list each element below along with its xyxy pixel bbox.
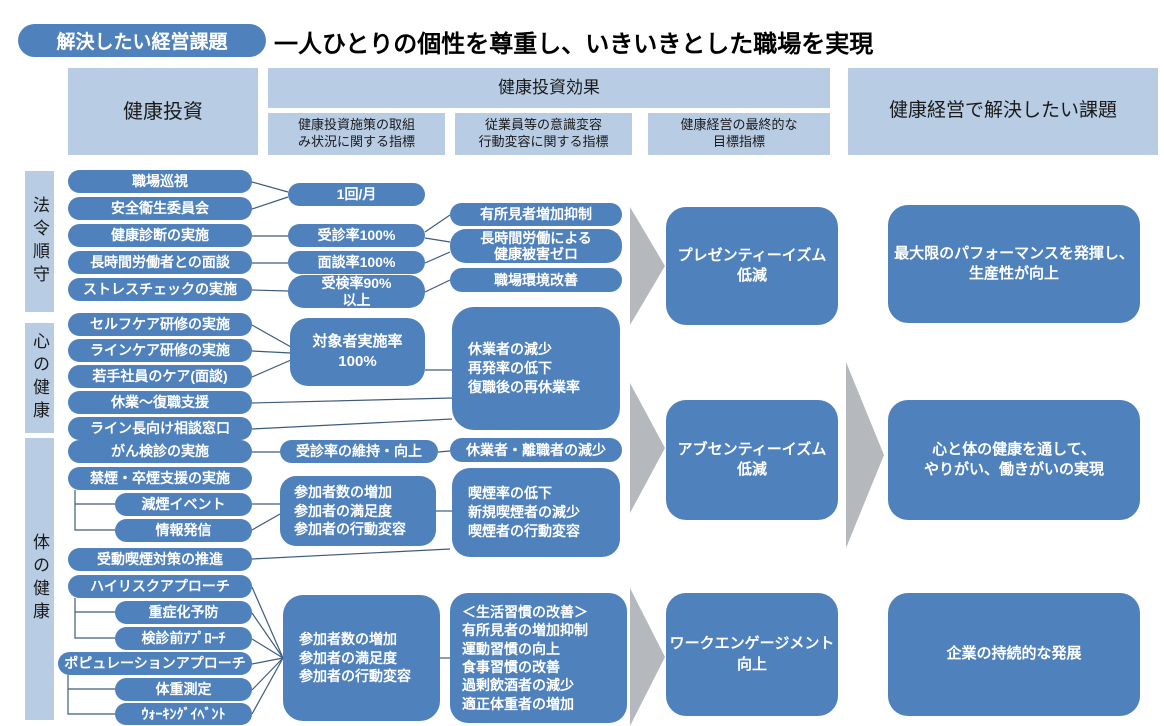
- connector-line: [251, 638, 284, 659]
- node-metric-screening-rate: 受診率の維持・向上: [280, 440, 438, 463]
- header-effect-sub2: 従業員等の意識変容 行動変容に関する指標: [455, 113, 632, 155]
- node-return-to-work-support: 休業～復職支援: [68, 391, 252, 414]
- connector-line: [424, 251, 451, 264]
- connector-bracket: [74, 598, 115, 639]
- node-stress-check: ストレスチェックの実施: [68, 278, 252, 301]
- node-outcome-findings-control: 有所見者増加抑制: [450, 203, 622, 226]
- connector-line: [251, 181, 289, 193]
- node-metric-target-implementation: 対象者実施率 100%: [290, 318, 425, 386]
- header-effect-sub3: 健康経営の最終的な 目標指標: [648, 113, 830, 155]
- node-pre-checkup-approach: 検診前ｱﾌﾟﾛｰﾁ: [115, 627, 252, 650]
- node-metric-once-a-month: 1回/月: [288, 183, 425, 206]
- row-label-mental-health: 心の健康: [25, 323, 54, 433]
- node-cancer-screening: がん検診の実施: [68, 440, 252, 463]
- node-metric-interview-rate: 面談率100%: [288, 251, 425, 274]
- connector-line: [251, 657, 284, 665]
- header-health-investment: 健康投資: [68, 68, 258, 155]
- node-walking-event: ｳｫｰｷﾝｸﾞｲﾍﾞﾝﾄ: [115, 703, 252, 725]
- connector-line: [251, 657, 284, 691]
- connector-bracket: [74, 490, 115, 531]
- node-selfcare-training: セルフケア研修の実施: [68, 313, 252, 336]
- node-manager-consultation-desk: ライン長向け相談窓口: [68, 417, 252, 440]
- connector-line: [251, 513, 281, 531]
- node-smoking-reduction-event: 減煙イベント: [115, 493, 252, 516]
- node-population-approach: ポピュレーションアプローチ: [58, 652, 252, 675]
- connector-line: [251, 657, 284, 715]
- node-young-employee-care: 若手社員のケア(面談): [68, 365, 252, 388]
- node-smoking-cessation-support: 禁煙・卒煙支援の実施: [68, 467, 252, 490]
- node-highrisk-approach: ハイリスクアプローチ: [68, 575, 252, 598]
- node-information-sharing: 情報発信: [115, 519, 252, 542]
- row-label-physical-health: 体の健康: [25, 438, 54, 720]
- node-outcome-smoking-rate: 喫煙率の低下 新規喫煙者の減少 喫煙者の行動変容: [452, 468, 620, 557]
- node-metric-participation-lifestyle: 参加者数の増加 参加者の満足度 参加者の行動変容: [283, 595, 440, 721]
- header-effect-sub1: 健康投資施策の取組 み状況に関する指標: [268, 113, 445, 155]
- flow-arrow-icon: [630, 588, 665, 726]
- node-outcome-turnover-reduction: 休業者・離職者の減少: [450, 438, 622, 462]
- header-investment-effect: 健康投資効果: [268, 68, 830, 108]
- connector-line: [251, 612, 284, 659]
- node-issue-mind-body-fulfillment: 心と体の健康を通して、 やりがい、働きがいの実現: [888, 400, 1140, 520]
- connector-line: [251, 289, 289, 292]
- node-passive-smoking-measures: 受動喫煙対策の推進: [68, 548, 252, 571]
- connector-line: [251, 350, 292, 354]
- flow-arrow-icon: [846, 362, 884, 548]
- node-metric-participation-smoking: 参加者数の増加 参加者の満足度 参加者の行動変容: [280, 476, 436, 546]
- connector-line: [251, 586, 284, 659]
- connector-bracket: [67, 675, 115, 715]
- node-outcome-leave-reduction: 休業者の減少 再発率の低下 復職後の再休業率: [452, 307, 620, 430]
- node-overtime-interview: 長時間労働者との面談: [68, 251, 252, 274]
- node-linecare-training: ラインケア研修の実施: [68, 339, 252, 362]
- row-label-legal-compliance: 法令順守: [25, 171, 54, 312]
- management-issue-badge: 解決したい経営課題: [18, 24, 266, 57]
- node-workplace-patrol: 職場巡視: [68, 170, 252, 193]
- node-outcome-workplace-improvement: 職場環境改善: [450, 268, 622, 292]
- header-issues-to-solve: 健康経営で解決したい課題: [848, 68, 1158, 155]
- connector-line: [251, 548, 451, 560]
- node-goal-presenteeism: プレゼンティーイズム 低減: [666, 207, 838, 325]
- node-outcome-zero-overwork-harm: 長時間労働による 健康被害ゼロ: [450, 229, 622, 263]
- connector-line: [424, 237, 451, 243]
- node-issue-max-performance: 最大限のパフォーマンスを発揮し、 生産性が向上: [888, 205, 1140, 323]
- connector-line: [424, 214, 451, 233]
- node-issue-sustainable-growth: 企業の持続的な発展: [888, 593, 1140, 716]
- node-safety-committee: 安全衛生委員会: [68, 197, 252, 220]
- node-weight-measurement: 体重測定: [115, 678, 252, 701]
- node-metric-checkup-rate: 受診率100%: [288, 224, 425, 247]
- node-severity-prevention: 重症化予防: [115, 601, 252, 624]
- connector-line: [251, 324, 292, 348]
- connector-line: [251, 359, 292, 378]
- flow-arrow-icon: [630, 207, 665, 325]
- node-metric-stresscheck-rate: 受検率90% 以上: [288, 275, 425, 308]
- connector-line: [424, 279, 451, 293]
- node-goal-absenteeism: アブセンティーイズム 低減: [666, 400, 838, 520]
- node-health-checkup: 健康診断の実施: [68, 224, 252, 247]
- node-goal-work-engagement: ワークエンゲージメント 向上: [666, 593, 838, 716]
- node-outcome-lifestyle-improvement: ＜生活習慣の改善＞ 有所見者の増加抑制 運動習慣の向上 食事習慣の改善 過剰飲酒…: [450, 593, 627, 723]
- flow-arrow-icon: [630, 383, 665, 513]
- connector-line: [437, 450, 451, 453]
- page-title: 一人ひとりの個性を尊重し、いきいきとした職場を実現: [274, 31, 874, 58]
- connector-line: [251, 397, 453, 404]
- connector-line: [251, 418, 453, 430]
- connector-line: [251, 196, 289, 210]
